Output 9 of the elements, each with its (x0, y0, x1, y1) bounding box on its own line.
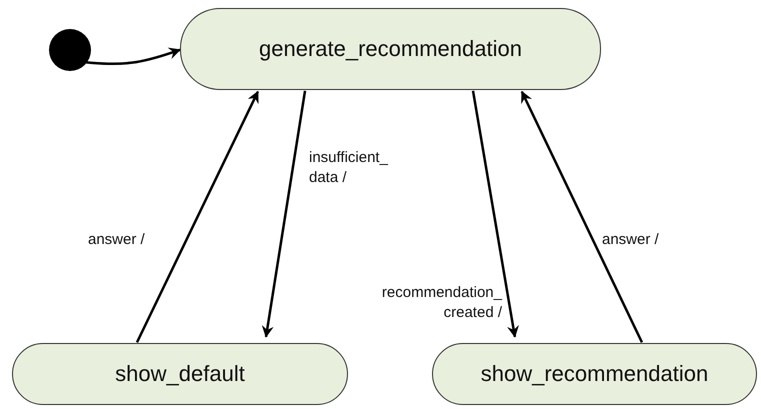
transition-arrow (136, 90, 260, 343)
state-name: generate_recommendation (259, 36, 522, 62)
transition-arrow (520, 90, 644, 343)
state-name: show_default (115, 361, 245, 387)
transition-arrow (262, 90, 306, 338)
initial-state-dot (49, 29, 91, 71)
transition-arrow (472, 90, 519, 338)
state-name: show_recommendation (480, 361, 708, 387)
transition-arrow (84, 48, 181, 66)
